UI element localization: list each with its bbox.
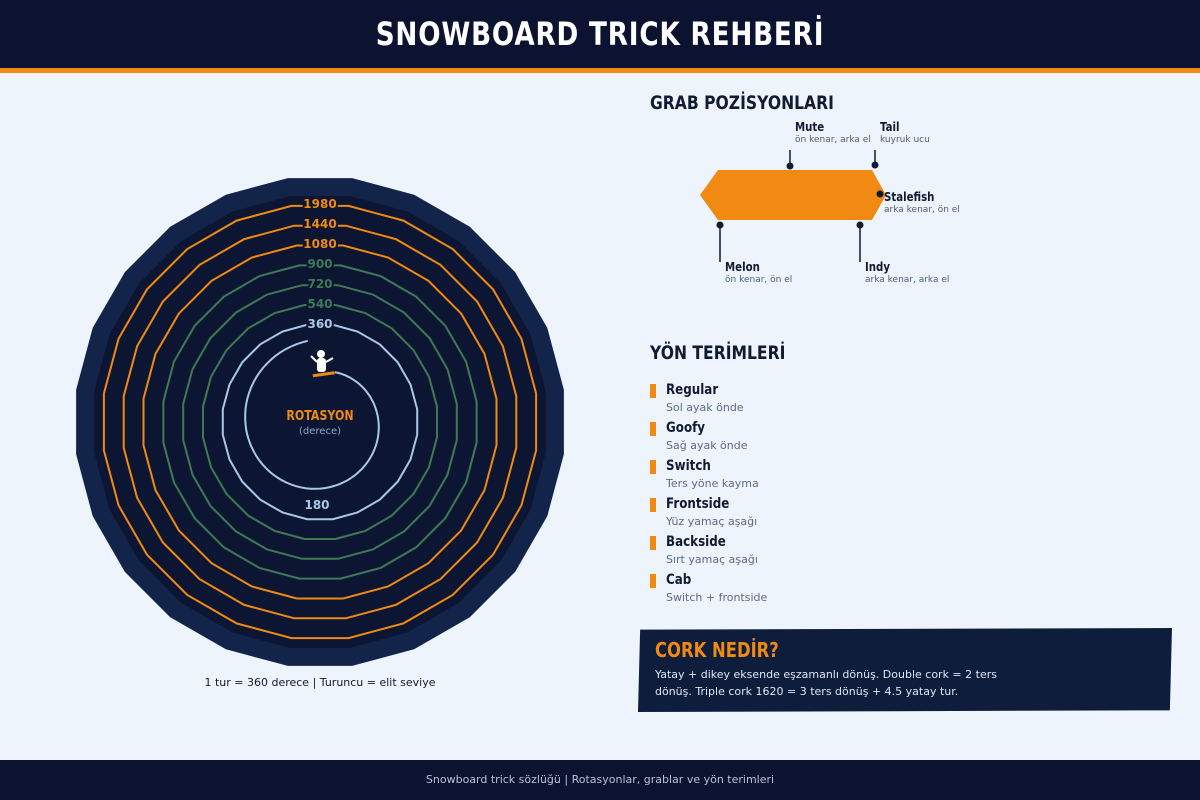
snowboarder-icon xyxy=(310,350,335,378)
rotation-ring-label-900: 900 xyxy=(307,257,332,271)
term-frontside: Frontside Yüz yamaç aşağı xyxy=(650,496,950,530)
page-title: SNOWBOARD TRICK REHBERİ xyxy=(375,15,825,53)
grab-board-diagram xyxy=(700,150,886,262)
rotation-center-title: ROTASYON xyxy=(286,408,353,423)
rotation-caption: 1 tur = 360 derece | Turuncu = elit sevi… xyxy=(204,676,436,689)
stalefish-dot xyxy=(876,190,884,198)
grab-tail-desc: kuyruk ucu xyxy=(880,135,930,145)
grab-stalefish: Stalefish arka kenar, ön el xyxy=(884,190,960,215)
term-regular-name: Regular xyxy=(666,382,719,398)
grab-indy-desc: arka kenar, arka el xyxy=(865,275,950,285)
rotation-ring-540 xyxy=(202,304,438,540)
rotation-ring-label-1440: 1440 xyxy=(303,217,336,231)
term-frontside-name: Frontside xyxy=(666,496,730,512)
term-goofy: Goofy Sağ ayak önde xyxy=(650,420,950,454)
cork-title: CORK NEDİR? xyxy=(655,638,779,662)
snowboard-shape xyxy=(700,170,886,220)
term-marker xyxy=(650,498,656,512)
term-switch: Switch Ters yöne kayma xyxy=(650,458,950,492)
rotation-diagram: 360 540 720 900 1080 1440 1980 ROTASYON (derec… xyxy=(76,178,564,666)
term-cab-desc: Switch + frontside xyxy=(666,591,768,604)
term-switch-name: Switch xyxy=(666,458,711,474)
rotation-rings xyxy=(102,204,538,640)
grab-melon-desc: ön kenar, ön el xyxy=(725,275,793,285)
directions-title: YÖN TERİMLERİ xyxy=(650,342,786,364)
term-cab-name: Cab xyxy=(666,572,692,588)
rotation-ring-1980 xyxy=(102,204,538,640)
grab-mute-name: Mute xyxy=(795,120,825,134)
tail-dot xyxy=(871,161,879,169)
term-marker xyxy=(650,384,656,398)
rotation-ring-labels: 360 540 720 900 1080 1440 1980 xyxy=(301,195,338,333)
rotation-ring-720 xyxy=(182,284,458,560)
term-switch-desc: Ters yöne kayma xyxy=(666,477,759,490)
rotation-ring-label-1080: 1080 xyxy=(303,237,336,251)
rotation-spiral-180 xyxy=(244,339,380,490)
grab-mute-desc: ön kenar, arka el xyxy=(795,135,871,145)
rotation-ring-label-540: 540 xyxy=(307,297,332,311)
term-marker xyxy=(650,536,656,550)
spiral-label-180: 180 xyxy=(304,498,329,512)
rotation-ring-1440 xyxy=(122,224,518,620)
term-backside-name: Backside xyxy=(666,534,726,550)
cork-info-box: CORK NEDİR? Yatay + dikey eksende eşzama… xyxy=(638,628,1172,712)
grab-melon: Melon ön kenar, ön el xyxy=(725,260,792,285)
term-regular: Regular Sol ayak önde xyxy=(650,382,950,416)
grab-indy-name: Indy xyxy=(865,260,891,274)
term-marker xyxy=(650,460,656,474)
cork-text: Yatay + dikey eksende eşzamanlı dönüş. D… xyxy=(655,668,997,698)
indy-dot xyxy=(856,221,864,229)
grab-melon-name: Melon xyxy=(725,260,760,274)
term-goofy-name: Goofy xyxy=(666,420,706,436)
rotation-ring-900 xyxy=(162,264,478,580)
melon-dot xyxy=(716,221,724,229)
term-backside: Backside Sırt yamaç aşağı xyxy=(650,534,950,568)
term-cab: Cab Switch + frontside xyxy=(650,572,950,606)
rotation-ring-360 xyxy=(221,323,419,521)
rotation-ring-1080 xyxy=(142,244,498,600)
grab-stalefish-desc: arka kenar, ön el xyxy=(884,205,960,215)
grab-mute: Mute ön kenar, arka el xyxy=(795,120,871,145)
rotation-ring-label-1980: 1980 xyxy=(303,197,336,211)
grab-tail: Tail kuyruk ucu xyxy=(880,120,930,145)
grabs-title: GRAB POZİSYONLARI xyxy=(650,92,834,114)
header-bar xyxy=(0,0,1200,68)
term-goofy-desc: Sağ ayak önde xyxy=(666,439,748,452)
term-backside-desc: Sırt yamaç aşağı xyxy=(666,553,758,566)
term-regular-desc: Sol ayak önde xyxy=(666,401,744,414)
rotation-inner-disc xyxy=(94,196,546,648)
header-accent-rule xyxy=(0,68,1200,73)
term-marker xyxy=(650,574,656,588)
grab-stalefish-name: Stalefish xyxy=(884,190,935,204)
footer-bar: Snowboard trick sözlüğü | Rotasyonlar, g… xyxy=(0,760,1200,800)
rotation-ring-label-360: 360 xyxy=(307,317,332,331)
term-frontside-desc: Yüz yamaç aşağı xyxy=(666,515,758,528)
mute-dot xyxy=(786,162,794,170)
rotation-ring-label-720: 720 xyxy=(307,277,332,291)
grab-indy: Indy arka kenar, arka el xyxy=(865,260,949,285)
grab-tail-name: Tail xyxy=(880,120,900,134)
rotation-center-subtitle: (derece) xyxy=(299,426,341,437)
term-marker xyxy=(650,422,656,436)
footer-text: Snowboard trick sözlüğü | Rotasyonlar, g… xyxy=(425,773,775,786)
